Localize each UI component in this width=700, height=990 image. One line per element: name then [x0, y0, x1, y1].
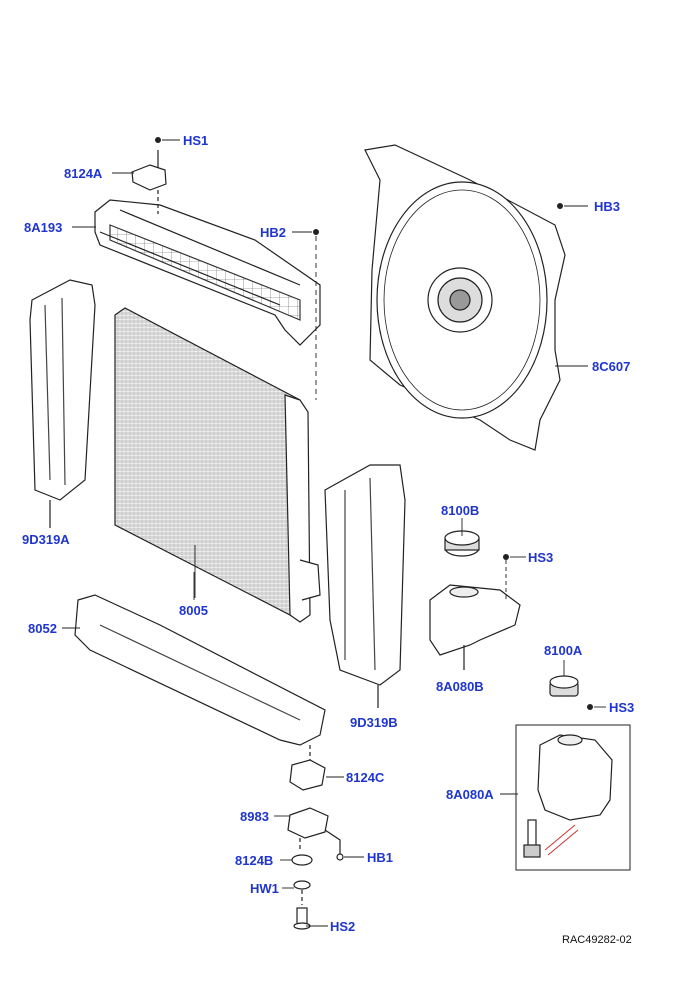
filler-cap-8100B [444, 530, 480, 557]
callout-8124B: 8124B [235, 853, 274, 868]
callout-8A080A: 8A080A [446, 787, 494, 802]
fan-shroud-8C607 [364, 144, 566, 451]
callout-8005: 8005 [179, 603, 208, 618]
expansion-tank-8A080B [429, 584, 521, 670]
bracket-8124A [131, 150, 167, 214]
callout-9D319B: 9D319B [350, 715, 398, 730]
callout-8983: 8983 [240, 809, 269, 824]
callout-HB2: HB2 [260, 225, 287, 240]
callout-8100B: 8100B [441, 503, 480, 518]
callout-8A193: 8A193 [24, 220, 63, 235]
callout-8052: 8052 [28, 621, 57, 636]
lower-support-8052 [74, 594, 326, 746]
callout-HS1: HS1 [183, 133, 209, 148]
callout-8A080B: 8A080B [436, 679, 484, 694]
expansion-tank-8A080A-box [515, 724, 631, 871]
callout-HB1: HB1 [367, 850, 394, 865]
callout-HS2: HS2 [330, 919, 356, 934]
upper-crossmember-8A193 [94, 199, 321, 346]
air-deflector-9D319B [324, 464, 406, 708]
fasteners [155, 137, 593, 710]
callout-HS3-top: HS3 [528, 550, 554, 565]
callout-8100A: 8100A [544, 643, 583, 658]
callout-9D319A: 9D319A [22, 532, 70, 547]
filler-cap-8100A [549, 675, 579, 697]
callout-HS3-bottom: HS3 [609, 700, 635, 715]
callout-HB3: HB3 [594, 199, 621, 214]
air-deflector-9D319A [29, 279, 96, 528]
callout-8C607: 8C607 [592, 359, 631, 374]
callout-8124A: 8124A [64, 166, 103, 181]
callout-8124C: 8124C [346, 770, 385, 785]
reference-code: RAC49282-02 [562, 934, 632, 946]
leader-lines [62, 139, 606, 927]
radiator-8005 [114, 307, 321, 623]
callout-HW1: HW1 [250, 881, 279, 896]
lower-mount-stack [287, 745, 344, 930]
